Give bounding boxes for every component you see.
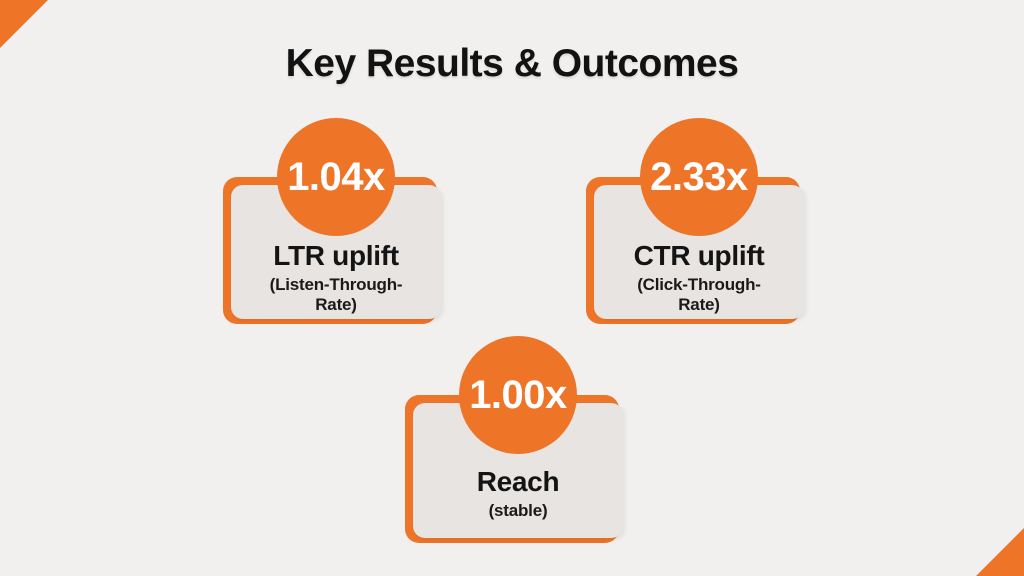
- stat-card-reach: Reach (stable) 1.00x: [405, 336, 623, 543]
- metric-label: LTR uplift: [273, 240, 399, 271]
- metric-value-badge: 2.33x: [640, 118, 758, 236]
- metric-value-badge: 1.00x: [459, 336, 577, 454]
- metric-sublabel: (stable): [489, 501, 548, 521]
- metric-sublabel-line: (Listen-Through-: [269, 274, 403, 294]
- metric-sublabel-line: Rate): [678, 294, 720, 314]
- metric-sublabel-line: Rate): [315, 294, 357, 314]
- stat-card-ctr: CTR uplift (Click-Through- Rate) 2.33x: [586, 118, 804, 324]
- metric-sublabel-line: (Click-Through-: [637, 274, 761, 294]
- metric-label: Reach: [476, 466, 560, 497]
- metric-value-badge: 1.04x: [277, 118, 395, 236]
- corner-triangle-top-left: [0, 0, 48, 48]
- metric-value: 1.00x: [469, 372, 567, 417]
- page-title: Key Results & Outcomes: [285, 42, 739, 85]
- corner-triangle-bottom-right: [976, 528, 1024, 576]
- metric-sublabel: (Listen-Through- Rate): [270, 275, 403, 315]
- metric-value: 1.04x: [287, 154, 385, 199]
- stat-card-ltr: LTR uplift (Listen-Through- Rate) 1.04x: [223, 118, 441, 324]
- metric-label: CTR uplift: [633, 240, 765, 271]
- metric-sublabel: (Click-Through- Rate): [637, 275, 761, 315]
- metric-value: 2.33x: [650, 154, 748, 199]
- metric-sublabel-line: (stable): [488, 500, 548, 520]
